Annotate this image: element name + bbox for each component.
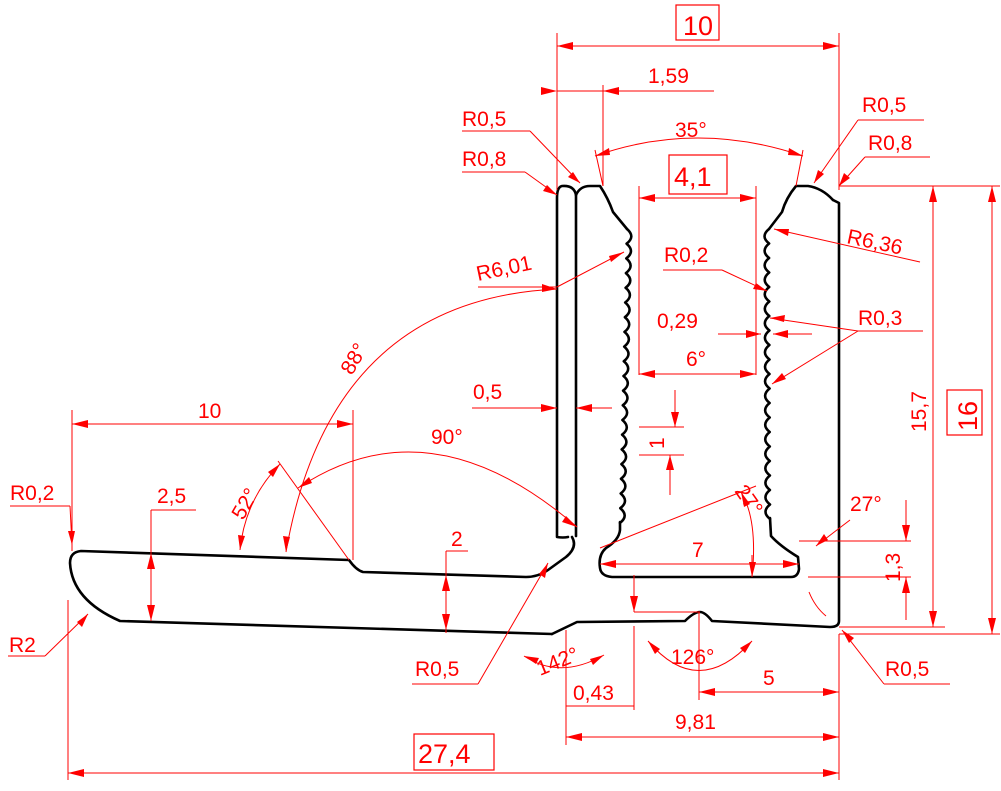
profile-outline — [68, 184, 841, 636]
dim-top-width: 10 — [683, 11, 713, 41]
dimension-lines — [8, 33, 1000, 780]
dim-pitch-1: 1 — [646, 437, 669, 449]
dim-r03: R0,3 — [858, 307, 902, 330]
base-plate — [598, 516, 801, 579]
dim-r05-bottom-right: R0,5 — [885, 658, 929, 681]
dim-thk-2: 2 — [451, 528, 463, 551]
dim-height-16: 16 — [953, 401, 983, 431]
dim-height-13: 1,3 — [882, 553, 905, 582]
dim-r2: R2 — [9, 634, 36, 657]
dim-r636: R6,36 — [845, 225, 905, 259]
dim-angle-142: 142° — [533, 643, 582, 681]
dim-angle-88: 88° — [336, 339, 372, 378]
left-wall — [555, 184, 578, 539]
dim-height-157: 15,7 — [908, 391, 931, 432]
dim-r08-top-left: R0,8 — [462, 148, 506, 171]
dim-offset-043: 0,43 — [573, 682, 614, 705]
dim-groove-angle: 35° — [675, 119, 707, 142]
dim-r05-bottom-left: R0,5 — [415, 658, 459, 681]
dim-thk-25: 2,5 — [157, 485, 186, 508]
right-wall — [550, 198, 841, 636]
dim-angle-27-inner: 27° — [730, 481, 767, 520]
left-flange — [68, 535, 576, 636]
dim-r02-teeth: R0,2 — [664, 244, 708, 267]
dim-thk-029: 0,29 — [657, 310, 698, 333]
dim-r601: R6,01 — [474, 252, 534, 286]
dim-base-7: 7 — [692, 539, 704, 562]
dim-r02-left: R0,2 — [10, 482, 54, 505]
left-lip — [574, 184, 629, 231]
dim-r05-top-left: R0,5 — [462, 108, 506, 131]
dim-inner-offset: 1,59 — [648, 65, 689, 88]
dim-angle-27-outer: 27° — [850, 493, 882, 516]
dim-len-981: 9,81 — [675, 711, 716, 734]
right-teeth — [763, 227, 772, 521]
dim-angle-90: 90° — [431, 426, 463, 449]
right-lip — [767, 184, 835, 231]
dim-groove-width: 4,1 — [674, 162, 712, 192]
dimension-labels: 10 1,59 35° 4,1 R0,5 R0,8 R0,5 R0,8 R6,0… — [9, 11, 983, 769]
dim-wall-05: 0,5 — [473, 381, 502, 404]
dim-flange-10: 10 — [198, 400, 221, 423]
dim-r05-top-right: R0,5 — [862, 94, 906, 117]
basic-dimension-boxes — [413, 4, 983, 771]
dim-angle-52: 52° — [227, 484, 263, 523]
dim-taper: 6° — [686, 348, 706, 371]
left-teeth — [618, 227, 633, 525]
dim-angle-126: 126° — [671, 646, 714, 669]
dim-total-274: 27,4 — [418, 739, 471, 769]
dim-r08-top-right: R0,8 — [868, 132, 912, 155]
dim-len-5: 5 — [763, 667, 775, 690]
